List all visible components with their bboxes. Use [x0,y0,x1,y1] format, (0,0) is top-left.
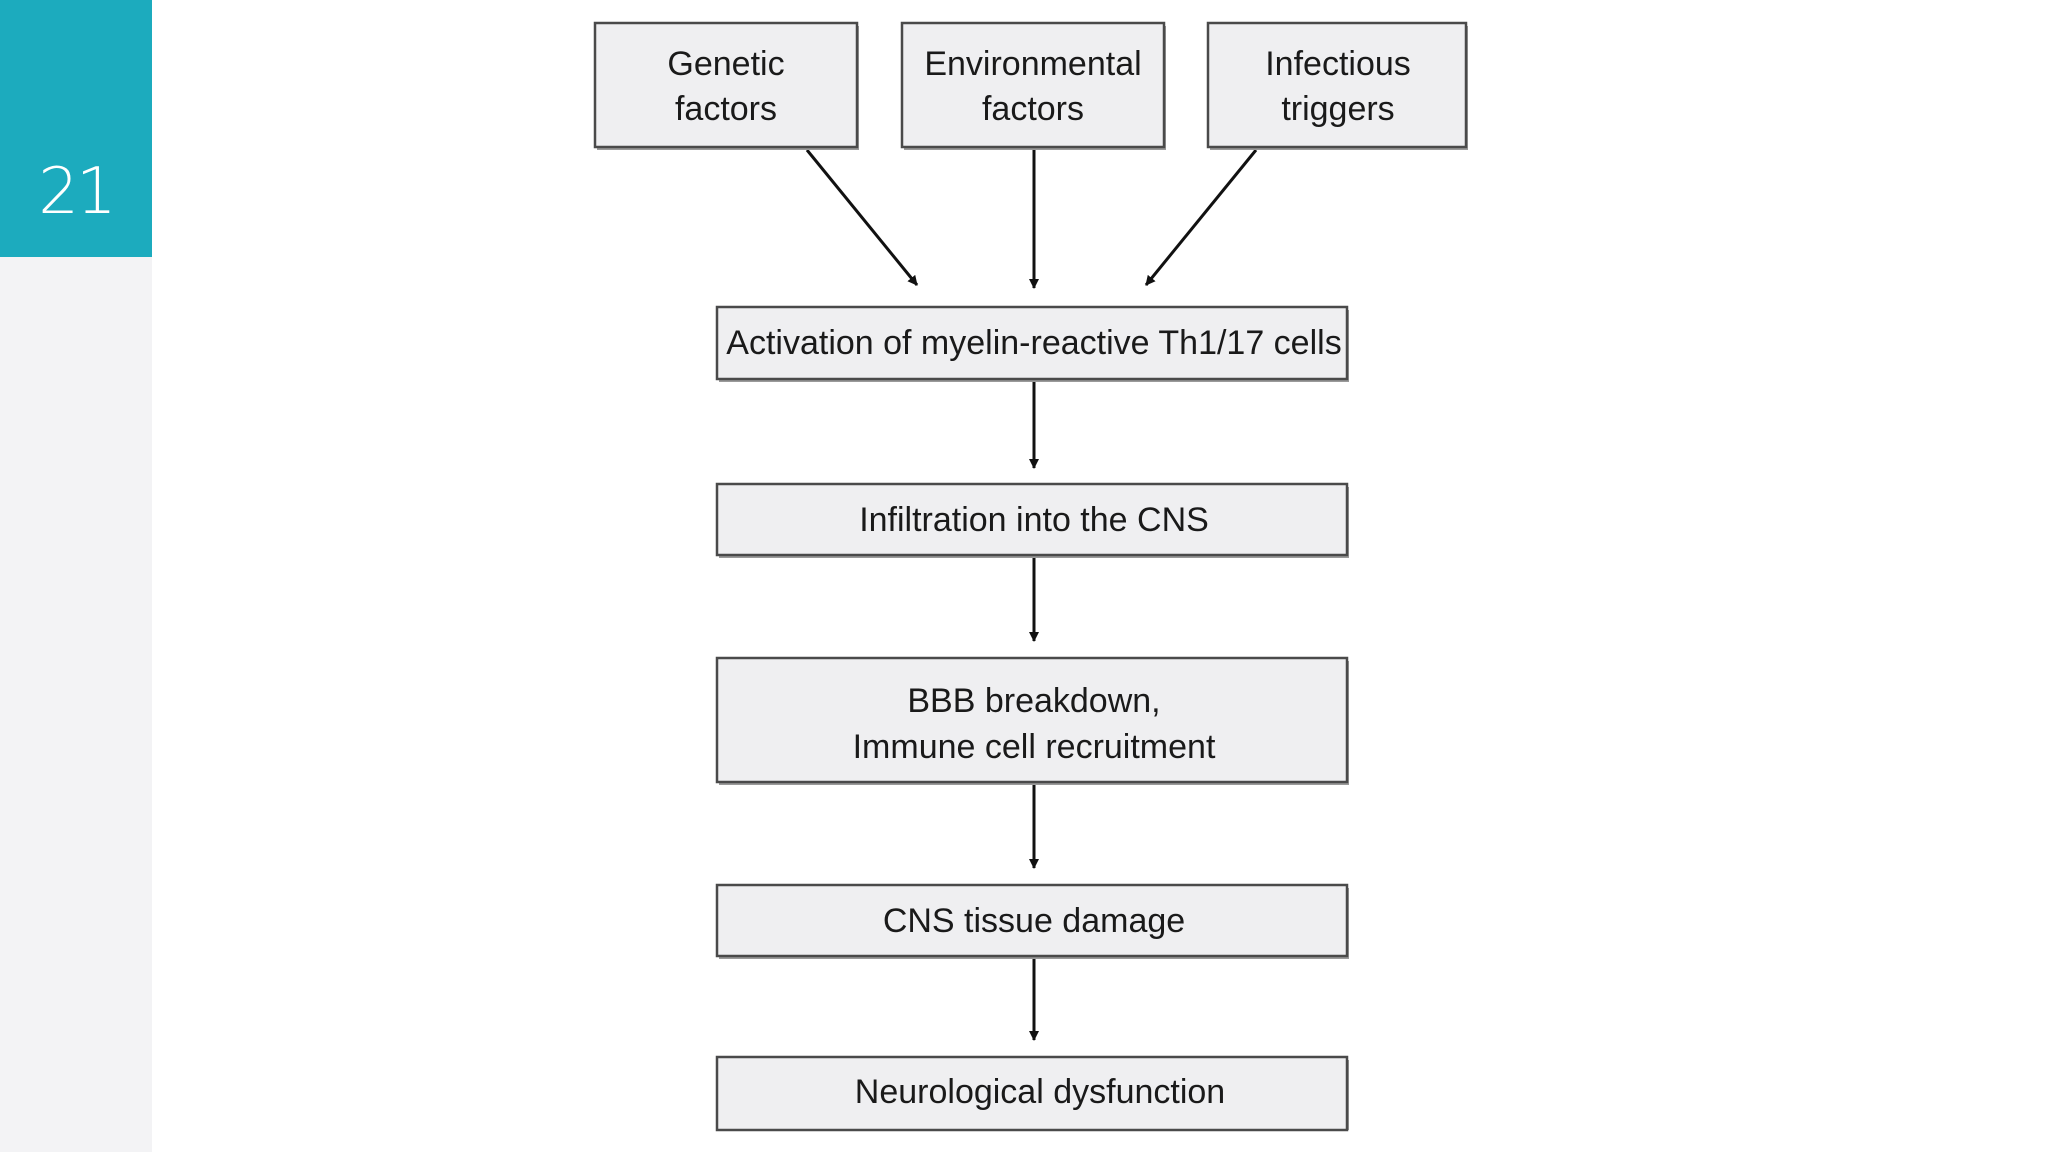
step-box-activation: Activation of myelin-reactive Th1/17 cel… [715,305,1349,382]
cause-box-genetic: Genetic factors [593,21,859,150]
step-label-line: BBB breakdown, [907,682,1160,720]
step-label-line: Activation of myelin-reactive Th1/17 cel… [726,324,1341,362]
slide-number-badge: 21 [0,0,152,257]
cause-label-line: triggers [1281,90,1394,128]
cause-label-line: Infectious [1265,45,1411,83]
step-label-line: Neurological dysfunction [855,1073,1225,1111]
cause-label-line: factors [675,90,777,128]
cause-box-infectious: Infectious triggers [1206,21,1468,150]
step-box-dysfunction: Neurological dysfunction [715,1055,1349,1132]
step-box-damage: CNS tissue damage [715,883,1349,959]
cause-label-line: Environmental [924,45,1141,83]
step-box-bbb: BBB breakdown, Immune cell recruitment [715,656,1349,785]
arrow-infectious-to-activation [1144,149,1258,286]
cause-label-line: Genetic [667,45,784,83]
step-box-infiltration: Infiltration into the CNS [715,482,1349,558]
step-label-line: CNS tissue damage [883,902,1185,940]
step-label-line: Infiltration into the CNS [859,501,1209,539]
cause-box-environmental: Environmental factors [900,21,1166,150]
slide-number: 21 [38,155,116,229]
cause-label-line: factors [982,90,1084,128]
step-label-line: Immune cell recruitment [853,728,1216,766]
arrow-genetic-to-activation [805,149,919,286]
